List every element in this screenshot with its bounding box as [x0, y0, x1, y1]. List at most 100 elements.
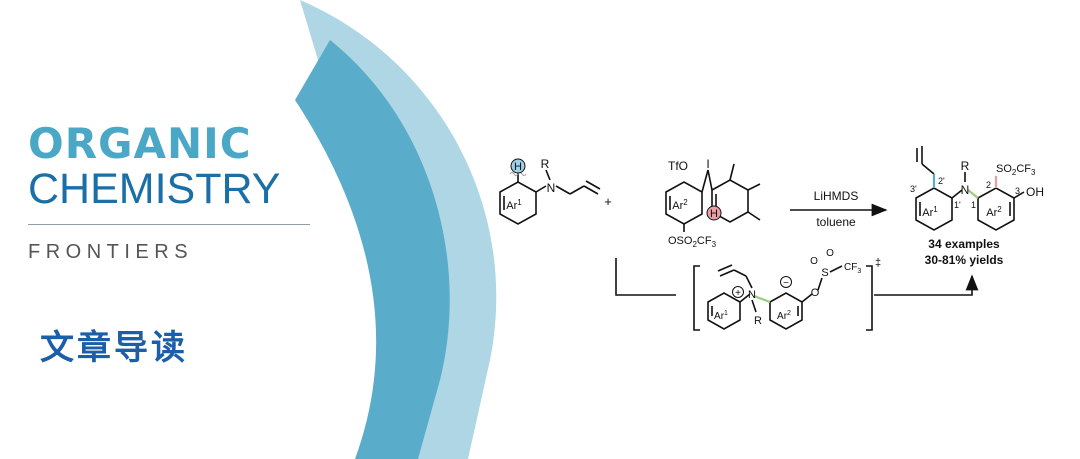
reactant1-bond-allyl3 [583, 185, 599, 195]
product-so2-label: SO2CF3 [996, 163, 1036, 177]
product-r-label: R [961, 159, 970, 173]
intermediate-bond-allyl3b [717, 264, 733, 272]
intermediate-bracket-left [693, 265, 700, 331]
intermediate-ring2-text: Ar [777, 311, 788, 322]
reactant1-bond-r [545, 169, 551, 181]
product-examples: 34 examples [928, 237, 1000, 251]
reagent-label: LiHMDS [814, 189, 859, 203]
logo-line-organic: ORGANIC [28, 119, 252, 168]
reactant1-bond-allyl3b [585, 180, 601, 190]
intermediate-bond-r [751, 299, 757, 313]
product-num-1prime: 1' [954, 200, 961, 210]
product-num-3: 3 [1015, 186, 1020, 196]
reactant2-methyl3 [747, 211, 761, 221]
intermediate-dagger: ‡ [875, 257, 881, 269]
article-guide-title: 文章导读 [40, 328, 188, 368]
intermediate-ring1-sup: 1 [724, 310, 728, 317]
intermediate-bond-allyl1 [745, 275, 753, 289]
reactant1-n-label: N [547, 181, 556, 195]
intermediate-o-label: O [811, 287, 820, 299]
intermediate-o-top2: O [826, 248, 834, 259]
reactant2-bond-i-mes [707, 169, 713, 191]
product-n-label: N [961, 183, 970, 197]
intermediate-plus-circle [732, 286, 744, 298]
intermediate-bond-s [817, 277, 823, 291]
reactant2-sub-tail: CF [697, 235, 712, 247]
reactant2-iodine-label: I [706, 157, 709, 171]
reactant2-ring-sup: 2 [683, 198, 688, 207]
intermediate-cf3-label: CF3 [844, 262, 861, 275]
reactant1-bond-n [535, 185, 547, 193]
reactant1-ring-label: Ar1 [506, 198, 522, 212]
intermediate-plus-sign: + [735, 288, 741, 299]
product-so2-tail: CF [1016, 163, 1031, 175]
product-ring2-sup: 2 [997, 205, 1002, 214]
intermediate-ring2 [769, 292, 803, 330]
product-oh-label: OH [1026, 185, 1044, 199]
reactant-1 [499, 169, 601, 225]
product-so2-tail-sub: 3 [1031, 168, 1036, 177]
intermediate-n-label: N [748, 289, 756, 301]
reactant1-h-label: H [514, 161, 522, 173]
reactant1-bond-allyl [555, 185, 571, 195]
reactant1-r-label: R [541, 157, 550, 171]
product-num-2prime: 2' [938, 176, 945, 186]
arc-dark [295, 40, 450, 459]
solvent-label: toluene [816, 215, 856, 229]
intermediate-o-top1: O [810, 256, 818, 267]
product-bond-oh [1013, 191, 1025, 199]
logo-divider [28, 224, 310, 225]
intermediate [693, 264, 873, 331]
reactant2-sub-text: OSO [668, 235, 693, 247]
journal-logo: ORGANIC CHEMISTRY FRONTIERS [28, 122, 318, 264]
product-so2-sub: 2 [1012, 168, 1017, 177]
intermediate-ring1 [707, 292, 741, 330]
product-num-3prime: 3' [910, 184, 917, 194]
product-num-2: 2 [986, 180, 991, 190]
reactant1-ring-sup: 1 [517, 198, 522, 207]
intermediate-ring2-label: Ar2 [777, 310, 791, 322]
product-new-cn-bond [967, 189, 979, 199]
reactant2-h-circle [706, 205, 722, 221]
intermediate-minus-circle [780, 276, 792, 288]
reactant-2 [665, 163, 761, 232]
reactant2-sub-tail-sub: 3 [712, 240, 717, 249]
intermediate-bond-cf3 [829, 265, 843, 273]
product-ring2-text: Ar [986, 207, 997, 219]
logo-line-chemistry: CHEMISTRY [28, 165, 281, 213]
intermediate-bond-allyl3 [719, 269, 735, 277]
plus-sign: + [604, 194, 612, 209]
reactant2-sub-label: OSO2CF3 [668, 235, 717, 249]
product-ring1-text: Ar [922, 207, 933, 219]
intermediate-bond-o [801, 293, 813, 303]
reactant2-aryl-ring [665, 181, 703, 225]
intermediate-cf3-text: CF [844, 262, 857, 273]
intermediate-ring1-label: Ar1 [714, 310, 728, 322]
reactant2-h-label: H [710, 208, 718, 220]
reactant2-bond-i-aryl [701, 169, 709, 193]
mechanism-line-right [874, 274, 979, 296]
logo-line-frontiers: FRONTIERS [28, 241, 194, 263]
reactant1-h-circle [510, 158, 526, 174]
intermediate-s-label: S [821, 267, 828, 279]
reactant1-bond-allyl2 [569, 185, 585, 195]
product-ring1-label: Ar1 [922, 205, 938, 219]
reactant2-ring-text: Ar [672, 200, 683, 212]
product-ring1-sup: 1 [933, 205, 938, 214]
reactant2-tfo-label: TfO [668, 159, 688, 173]
reactant2-ring-label: Ar2 [672, 198, 688, 212]
mechanism-line-left [615, 258, 676, 296]
reactant2-methyl2 [747, 183, 761, 191]
intermediate-ring2-sup: 2 [787, 310, 791, 317]
product-bond-allyl2 [921, 163, 935, 175]
intermediate-r-label: R [754, 315, 762, 327]
reactant1-ring-text: Ar [506, 200, 517, 212]
product-yields: 30-81% yields [925, 253, 1004, 267]
intermediate-bond-n1 [739, 293, 751, 303]
intermediate-minus-sign: − [783, 278, 789, 289]
reaction-scheme: H N R Ar1 + H TfO I Ar2 OSO2CF3 LiHMDS t… [499, 146, 1044, 331]
reactant2-methyl1 [729, 163, 735, 181]
reactant1-wavy [509, 172, 527, 176]
